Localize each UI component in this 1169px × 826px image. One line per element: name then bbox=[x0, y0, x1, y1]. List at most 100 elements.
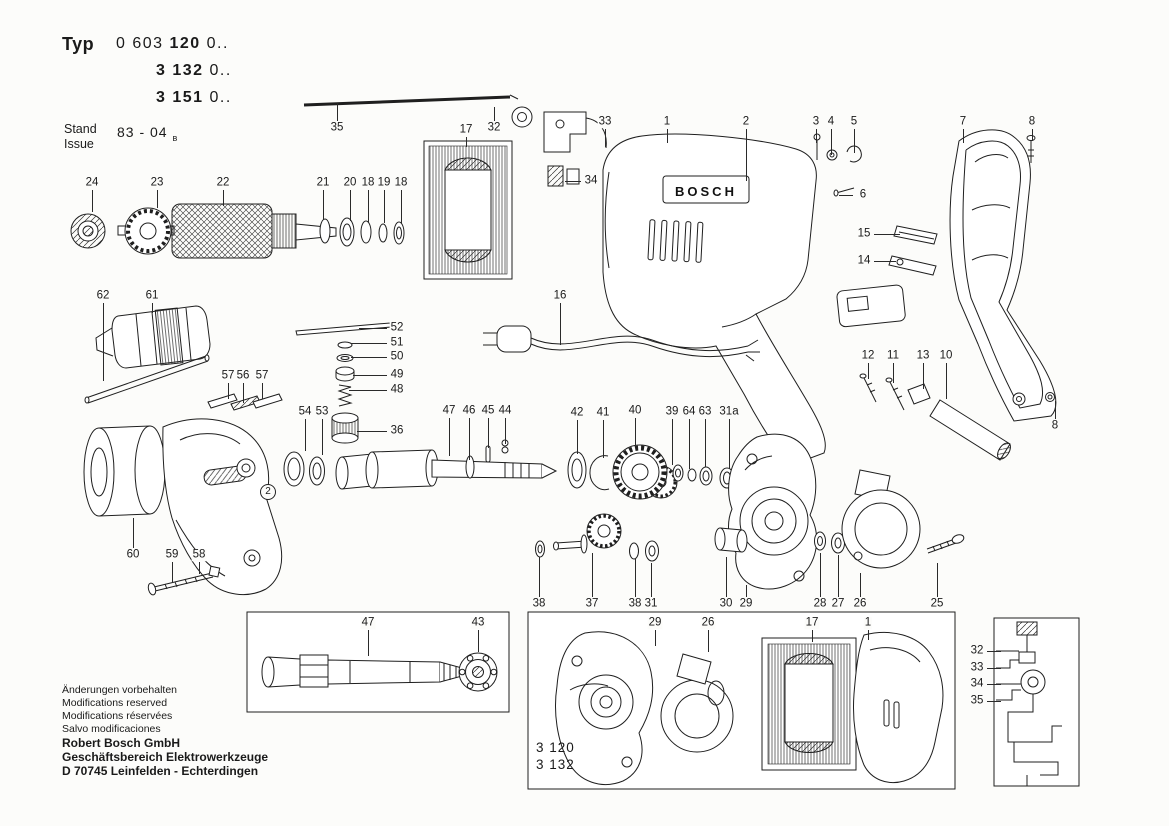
part-label-33: 33 bbox=[969, 661, 985, 674]
part-label-6: 6 bbox=[858, 188, 868, 201]
type-number-2: 3 132 0.. bbox=[156, 62, 232, 79]
leader-line bbox=[745, 129, 747, 181]
leader-line bbox=[559, 303, 561, 345]
inset-wiring-box bbox=[993, 617, 1080, 787]
part-label-32: 32 bbox=[969, 644, 985, 657]
part-label-37: 37 bbox=[584, 597, 600, 610]
part-label-64: 64 bbox=[681, 405, 697, 418]
part-label-51: 51 bbox=[389, 336, 405, 349]
leader-line bbox=[936, 563, 938, 597]
leader-line bbox=[222, 190, 224, 206]
front-housing-drawing bbox=[83, 418, 283, 596]
part-label-8: 8 bbox=[1027, 115, 1037, 128]
leader-line bbox=[704, 419, 706, 467]
part-label-54: 54 bbox=[297, 405, 313, 418]
part-label-63: 63 bbox=[697, 405, 713, 418]
part-label-50: 50 bbox=[389, 350, 405, 363]
leader-line bbox=[859, 573, 861, 597]
part-label-8: 8 bbox=[1050, 419, 1060, 432]
part-label-4: 4 bbox=[826, 115, 836, 128]
leader-line bbox=[688, 419, 690, 469]
leader-line bbox=[867, 630, 869, 640]
power-cord-drawing bbox=[483, 325, 760, 362]
part-label-26: 26 bbox=[700, 616, 716, 629]
part-label-49: 49 bbox=[389, 368, 405, 381]
gear-train-drawing bbox=[567, 444, 735, 500]
part-label-57: 57 bbox=[254, 369, 270, 382]
part-label-1: 1 bbox=[863, 616, 873, 629]
leader-line bbox=[819, 553, 821, 597]
part-label-47: 47 bbox=[441, 404, 457, 417]
leader-line bbox=[945, 363, 947, 399]
motor-housing-drawing: BOSCH bbox=[602, 133, 826, 467]
part-label-34: 34 bbox=[969, 677, 985, 690]
leader-line bbox=[102, 303, 104, 381]
leader-line bbox=[654, 630, 656, 646]
leader-line bbox=[1054, 401, 1056, 419]
footer-company: D 70745 Leinfelden - Echterdingen bbox=[62, 764, 259, 778]
leader-line bbox=[367, 630, 369, 656]
inset-spindle-box bbox=[246, 611, 510, 713]
leader-line bbox=[351, 342, 387, 344]
footer-company: Robert Bosch GmbH bbox=[62, 736, 181, 750]
switch-drawing bbox=[836, 284, 1011, 461]
part-label-44: 44 bbox=[497, 404, 513, 417]
intermediate-gear-drawing bbox=[535, 513, 659, 562]
part-label-45: 45 bbox=[480, 404, 496, 417]
part-label-32: 32 bbox=[486, 121, 502, 134]
part-label-59: 59 bbox=[164, 548, 180, 561]
leader-line bbox=[707, 630, 709, 652]
footer-note: Modifications reserved bbox=[62, 697, 168, 709]
leader-line bbox=[830, 129, 832, 155]
part-label-19: 19 bbox=[376, 176, 392, 189]
leader-line bbox=[504, 418, 506, 444]
leader-line bbox=[242, 383, 244, 403]
part-label-60: 60 bbox=[125, 548, 141, 561]
leader-line bbox=[1031, 129, 1033, 141]
part-label-26: 26 bbox=[852, 597, 868, 610]
part-label-17: 17 bbox=[804, 616, 820, 629]
part-label-34: 34 bbox=[583, 174, 599, 187]
part-label-31: 31 bbox=[643, 597, 659, 610]
footer-block: Änderungen vorbehalten Modifications res… bbox=[62, 684, 268, 778]
brand-logo: BOSCH bbox=[675, 184, 737, 199]
part-label-56: 56 bbox=[235, 369, 251, 382]
part-label-13: 13 bbox=[915, 349, 931, 362]
part-label-22: 22 bbox=[215, 176, 231, 189]
spindle-drawing bbox=[283, 439, 558, 490]
part-label-33: 33 bbox=[597, 115, 613, 128]
leader-line bbox=[538, 557, 540, 597]
leader-line bbox=[171, 562, 173, 582]
leader-line bbox=[874, 260, 896, 262]
part-label-47: 47 bbox=[360, 616, 376, 629]
leader-line bbox=[493, 107, 495, 121]
part-label-38: 38 bbox=[627, 597, 643, 610]
stand-issue-label: Stand Issue bbox=[64, 122, 97, 151]
leader-line bbox=[359, 327, 387, 329]
part-label-46: 46 bbox=[461, 404, 477, 417]
part-label-36: 36 bbox=[389, 424, 405, 437]
leader-line bbox=[477, 630, 479, 652]
chuck-drawing bbox=[84, 305, 211, 404]
part-label-3: 3 bbox=[811, 115, 821, 128]
part-label-25: 25 bbox=[929, 597, 945, 610]
leader-line bbox=[132, 518, 134, 548]
leader-line bbox=[156, 190, 158, 208]
leader-line bbox=[448, 418, 450, 456]
part-label-35: 35 bbox=[969, 694, 985, 707]
part-label-48: 48 bbox=[389, 383, 405, 396]
leader-line bbox=[602, 420, 604, 458]
part-label-5: 5 bbox=[849, 115, 859, 128]
leader-line bbox=[465, 137, 467, 147]
leader-line bbox=[565, 180, 581, 182]
leader-line bbox=[671, 419, 673, 465]
lever-drawing bbox=[888, 225, 938, 276]
part-label-27: 27 bbox=[830, 597, 846, 610]
part-label-12: 12 bbox=[860, 349, 876, 362]
leader-line bbox=[650, 563, 652, 597]
leader-line bbox=[725, 557, 727, 597]
part-label-31a: 31a bbox=[718, 405, 740, 418]
part-label-29: 29 bbox=[647, 616, 663, 629]
part-label-23: 23 bbox=[149, 176, 165, 189]
